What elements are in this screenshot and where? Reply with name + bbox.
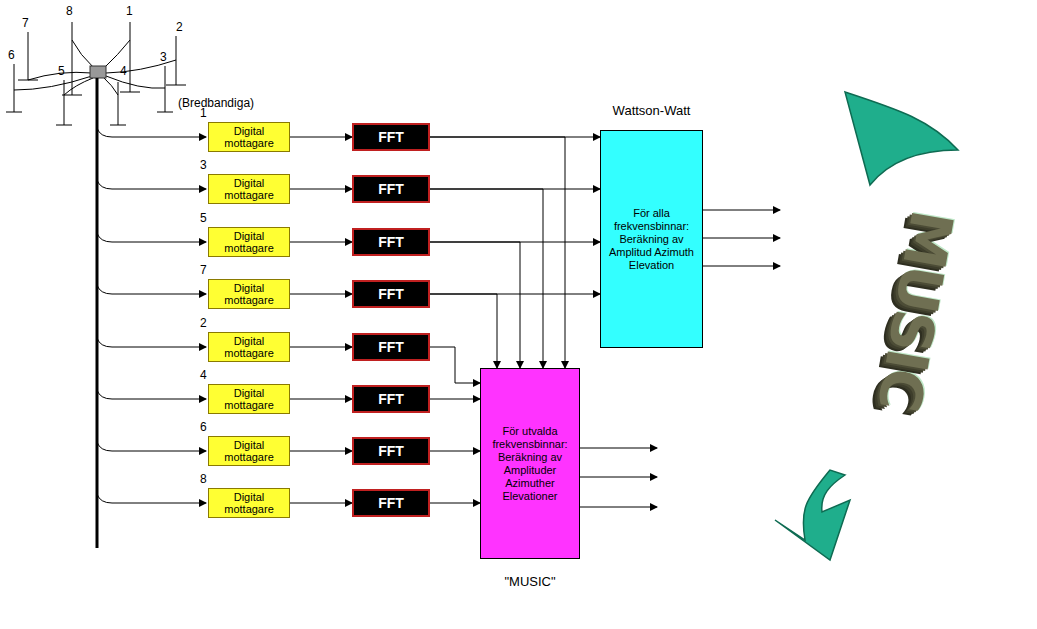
box-text: Digital mottagare [212, 282, 286, 306]
callout-number: 4 [120, 64, 127, 78]
fft-box: FFT [352, 385, 430, 413]
box-text: FFT [378, 286, 404, 302]
box-text: För utvalda frekvensbinnar: Beräkning av… [485, 425, 575, 503]
box-text: FFT [378, 234, 404, 250]
receiver-box: Digital mottagare [208, 122, 290, 152]
watson-watt-box: Wattson-WattFör alla frekvensbinnar: Ber… [600, 130, 703, 348]
signal-arrow [430, 242, 520, 368]
receiver-box: Digital mottagare [208, 227, 290, 257]
signal-arrow [290, 294, 352, 295]
signal-arrow [290, 242, 352, 243]
callout-number: 4 [200, 368, 207, 382]
box-heading: Wattson-Watt [581, 104, 722, 117]
receiver-box: Digital mottagare [208, 332, 290, 362]
box-heading: "MUSIC" [461, 575, 599, 588]
callout-number: 7 [200, 263, 207, 277]
fft-box: FFT [352, 280, 430, 308]
callout-number: 5 [58, 64, 65, 78]
box-text: Digital mottagare [212, 125, 286, 149]
box-text: Digital mottagare [212, 439, 286, 463]
wordart-text: MUSIC [864, 205, 966, 414]
note-label: (Bredbandiga) [178, 96, 254, 110]
callout-number: 3 [160, 50, 167, 64]
receiver-box: Digital mottagare [208, 488, 290, 518]
signal-arrow [290, 399, 352, 400]
box-text: Digital mottagare [212, 335, 286, 359]
box-text: Digital mottagare [212, 177, 286, 201]
fft-box: FFT [352, 228, 430, 256]
box-text: FFT [378, 495, 404, 511]
box-text: För alla frekvensbinnar: Beräkning av Am… [605, 207, 698, 272]
fft-box: FFT [352, 437, 430, 465]
signal-arrow [430, 189, 543, 368]
box-text: FFT [378, 339, 404, 355]
feed-bus [97, 78, 206, 548]
signal-arrow [430, 399, 480, 400]
signal-arrow [290, 451, 352, 452]
signal-arrow [430, 451, 480, 452]
callout-number: 6 [8, 48, 15, 62]
signal-arrow [290, 347, 352, 348]
signal-arrow [430, 503, 480, 504]
callout-number: 8 [66, 4, 73, 18]
signal-arrow [430, 137, 565, 368]
box-text: Digital mottagare [212, 230, 286, 254]
signal-arrow [430, 294, 497, 368]
box-text: FFT [378, 391, 404, 407]
callout-number: 2 [176, 20, 183, 34]
callout-number: 6 [200, 420, 207, 434]
music-box: För utvalda frekvensbinnar: Beräkning av… [480, 368, 580, 559]
callout-number: 7 [22, 16, 29, 30]
signal-arrow [290, 189, 352, 190]
receiver-box: Digital mottagare [208, 279, 290, 309]
callout-number: 5 [200, 211, 207, 225]
fft-box: FFT [352, 333, 430, 361]
receiver-box: Digital mottagare [208, 436, 290, 466]
callout-number: 8 [200, 472, 207, 486]
callout-number: 3 [200, 158, 207, 172]
signal-arrow [290, 137, 352, 138]
box-text: FFT [378, 129, 404, 145]
fft-box: FFT [352, 175, 430, 203]
box-text: Digital mottagare [212, 387, 286, 411]
fft-box: FFT [352, 489, 430, 517]
receiver-box: Digital mottagare [208, 384, 290, 414]
antenna-hub [90, 66, 106, 78]
receiver-box: Digital mottagare [208, 174, 290, 204]
signal-arrow [290, 503, 352, 504]
callout-number: 1 [200, 106, 207, 120]
fft-box: FFT [352, 123, 430, 151]
box-text: FFT [378, 443, 404, 459]
callout-number: 1 [126, 4, 133, 18]
box-text: Digital mottagare [212, 491, 286, 515]
signal-arrow [430, 347, 480, 383]
callout-number: 2 [200, 316, 207, 330]
box-text: FFT [378, 181, 404, 197]
